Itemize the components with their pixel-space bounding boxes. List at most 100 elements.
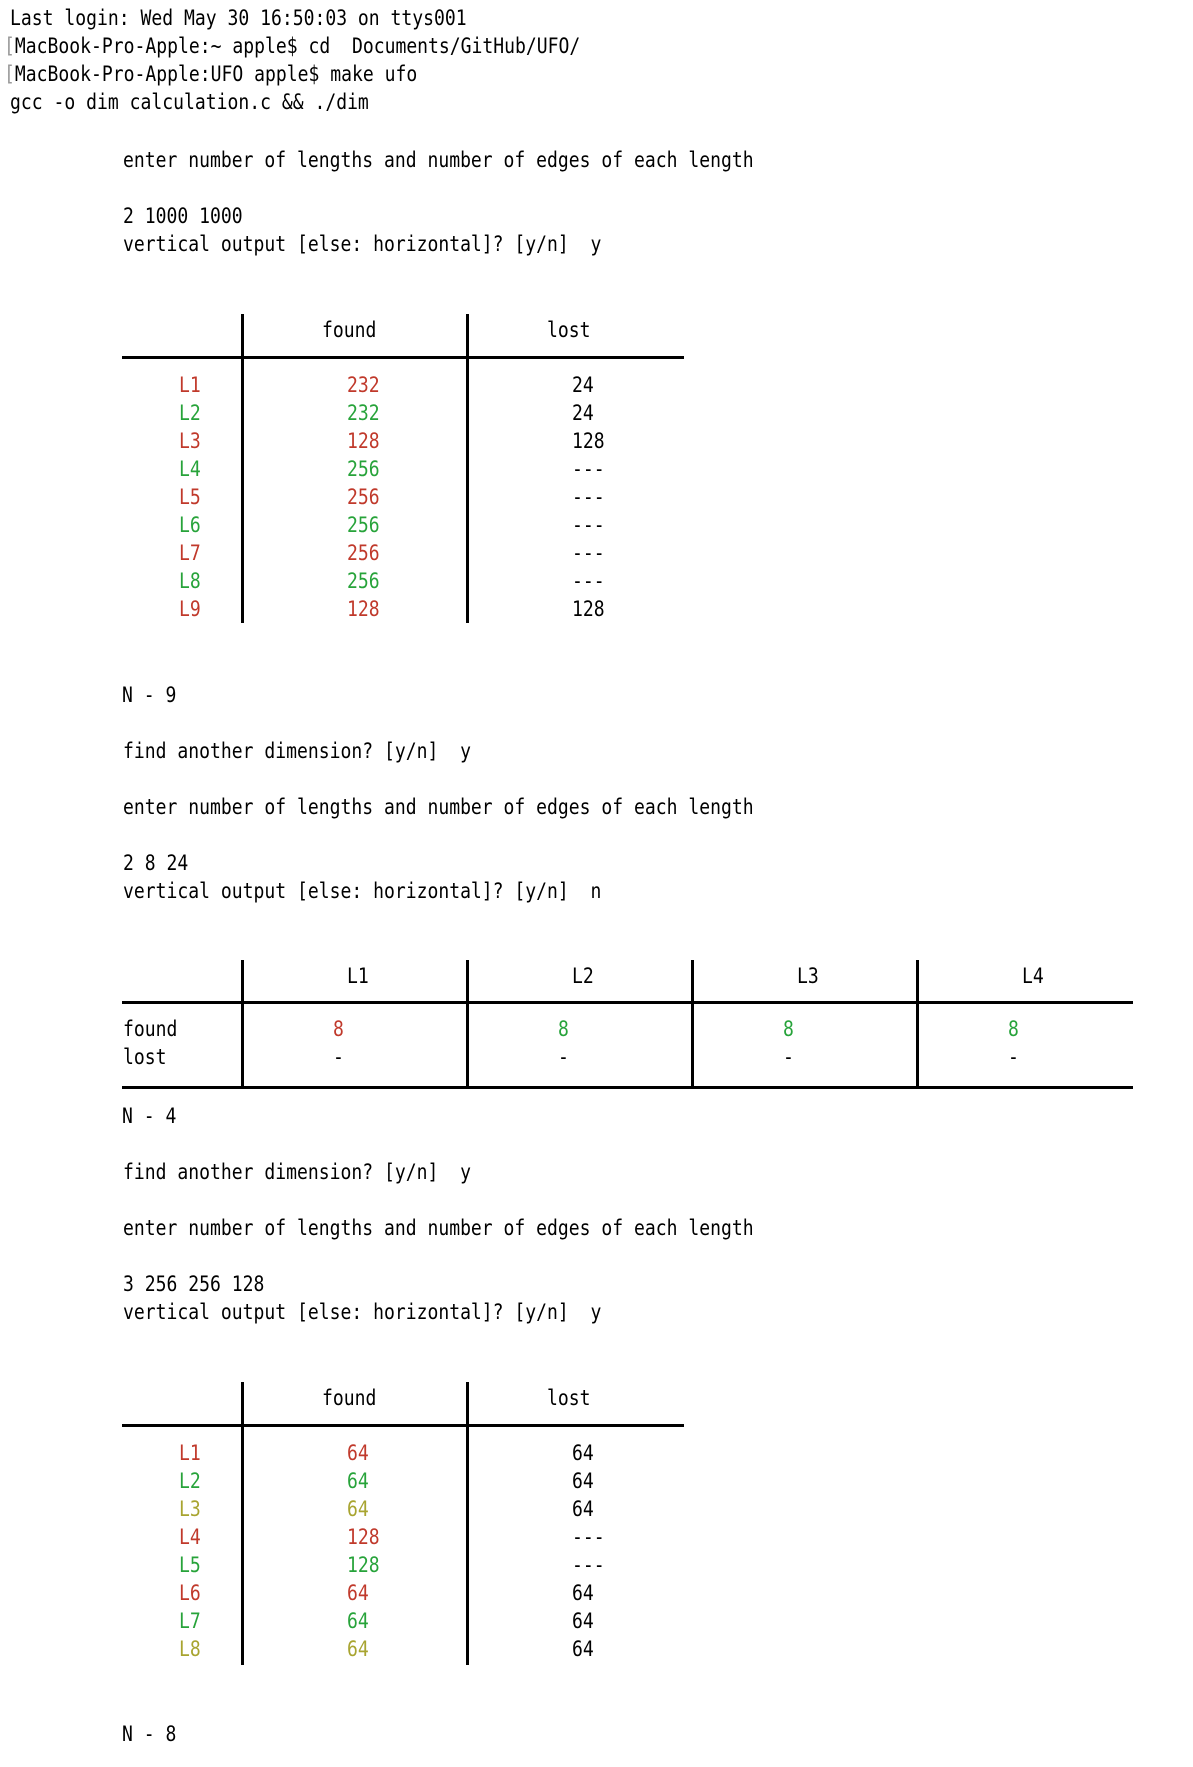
found-value: 64 bbox=[347, 1469, 369, 1493]
row-header-found: found bbox=[123, 1017, 178, 1041]
lost-value: 128 bbox=[572, 429, 605, 453]
table-bottom-rule bbox=[122, 1086, 1133, 1089]
lengths-input: 2 8 24 bbox=[123, 851, 189, 875]
table-header-rule bbox=[122, 356, 684, 359]
lost-value: 64 bbox=[572, 1581, 594, 1605]
lengths-input: 3 256 256 128 bbox=[123, 1272, 265, 1296]
table-header-rule bbox=[122, 1001, 1133, 1004]
row-label: L4 bbox=[179, 457, 201, 481]
row-label: L4 bbox=[179, 1525, 201, 1549]
found-value: 8 bbox=[333, 1017, 344, 1041]
orientation-prompt: vertical output [else: horizontal]? [y/n… bbox=[123, 1300, 602, 1324]
found-value: 64 bbox=[347, 1581, 369, 1605]
table-divider bbox=[241, 960, 244, 1089]
row-label: L6 bbox=[179, 1581, 201, 1605]
column-header: L2 bbox=[572, 964, 594, 988]
n-result: N - 4 bbox=[122, 1104, 177, 1128]
lost-value: 128 bbox=[572, 597, 605, 621]
prompt-mark: [ bbox=[4, 62, 15, 86]
table-divider bbox=[916, 960, 919, 1089]
row-label: L8 bbox=[179, 569, 201, 593]
table-divider bbox=[241, 1382, 244, 1665]
row-label: L1 bbox=[179, 1441, 201, 1465]
lengths-input: 2 1000 1000 bbox=[123, 204, 243, 228]
lost-value: 64 bbox=[572, 1497, 594, 1521]
table-divider bbox=[466, 960, 469, 1089]
lost-value: --- bbox=[572, 569, 605, 593]
found-value: 128 bbox=[347, 429, 380, 453]
row-label: L5 bbox=[179, 485, 201, 509]
lost-value: --- bbox=[572, 541, 605, 565]
n-result: N - 8 bbox=[122, 1722, 177, 1746]
found-value: 128 bbox=[347, 1525, 380, 1549]
row-label: L7 bbox=[179, 541, 201, 565]
lost-value: - bbox=[1008, 1045, 1019, 1069]
column-header: L4 bbox=[1022, 964, 1044, 988]
lost-value: --- bbox=[572, 485, 605, 509]
found-value: 8 bbox=[783, 1017, 794, 1041]
lost-value: --- bbox=[572, 513, 605, 537]
command-line-cd: [MacBook-Pro-Apple:~ apple$ cd Documents… bbox=[4, 32, 580, 60]
lengths-prompt: enter number of lengths and number of ed… bbox=[123, 148, 754, 172]
table-divider bbox=[241, 314, 244, 623]
column-header-lost: lost bbox=[547, 1386, 591, 1410]
lost-value: - bbox=[558, 1045, 569, 1069]
found-value: 232 bbox=[347, 401, 380, 425]
column-header-found: found bbox=[322, 1386, 377, 1410]
found-value: 64 bbox=[347, 1637, 369, 1661]
orientation-prompt: vertical output [else: horizontal]? [y/n… bbox=[123, 879, 602, 903]
command-line-gcc: gcc -o dim calculation.c && ./dim bbox=[10, 90, 369, 114]
lost-value: 64 bbox=[572, 1469, 594, 1493]
column-header-lost: lost bbox=[547, 318, 591, 342]
lost-value: 24 bbox=[572, 373, 594, 397]
row-label: L3 bbox=[179, 429, 201, 453]
lost-value: - bbox=[783, 1045, 794, 1069]
row-label: L8 bbox=[179, 1637, 201, 1661]
table-divider bbox=[466, 314, 469, 623]
table-divider bbox=[466, 1382, 469, 1665]
row-label: L2 bbox=[179, 1469, 201, 1493]
found-value: 64 bbox=[347, 1609, 369, 1633]
last-login-line: Last login: Wed May 30 16:50:03 on ttys0… bbox=[10, 6, 467, 30]
found-value: 232 bbox=[347, 373, 380, 397]
row-label: L9 bbox=[179, 597, 201, 621]
column-header-found: found bbox=[322, 318, 377, 342]
row-label: L1 bbox=[179, 373, 201, 397]
found-value: 256 bbox=[347, 569, 380, 593]
command-text: MacBook-Pro-Apple:UFO apple$ make ufo bbox=[14, 62, 418, 86]
lost-value: 64 bbox=[572, 1441, 594, 1465]
lost-value: --- bbox=[572, 1525, 605, 1549]
command-line-make: [MacBook-Pro-Apple:UFO apple$ make ufo bbox=[4, 60, 417, 88]
n-result: N - 9 bbox=[122, 683, 177, 707]
lost-value: - bbox=[333, 1045, 344, 1069]
found-value: 256 bbox=[347, 457, 380, 481]
row-label: L7 bbox=[179, 1609, 201, 1633]
row-label: L3 bbox=[179, 1497, 201, 1521]
found-value: 128 bbox=[347, 1553, 380, 1577]
row-label: L5 bbox=[179, 1553, 201, 1577]
found-value: 64 bbox=[347, 1441, 369, 1465]
table-header-rule bbox=[122, 1424, 684, 1427]
found-value: 64 bbox=[347, 1497, 369, 1521]
column-header: L1 bbox=[347, 964, 369, 988]
row-label: L6 bbox=[179, 513, 201, 537]
prompt-mark: [ bbox=[4, 34, 15, 58]
found-value: 8 bbox=[558, 1017, 569, 1041]
row-label: L2 bbox=[179, 401, 201, 425]
another-dimension-prompt: find another dimension? [y/n] y bbox=[123, 739, 471, 763]
lost-value: 24 bbox=[572, 401, 594, 425]
lost-value: --- bbox=[572, 1553, 605, 1577]
table-divider bbox=[691, 960, 694, 1089]
orientation-prompt: vertical output [else: horizontal]? [y/n… bbox=[123, 232, 602, 256]
found-value: 128 bbox=[347, 597, 380, 621]
found-value: 256 bbox=[347, 541, 380, 565]
column-header: L3 bbox=[797, 964, 819, 988]
lengths-prompt: enter number of lengths and number of ed… bbox=[123, 1216, 754, 1240]
lengths-prompt: enter number of lengths and number of ed… bbox=[123, 795, 754, 819]
found-value: 256 bbox=[347, 513, 380, 537]
found-value: 8 bbox=[1008, 1017, 1019, 1041]
lost-value: 64 bbox=[572, 1609, 594, 1633]
found-value: 256 bbox=[347, 485, 380, 509]
lost-value: --- bbox=[572, 457, 605, 481]
